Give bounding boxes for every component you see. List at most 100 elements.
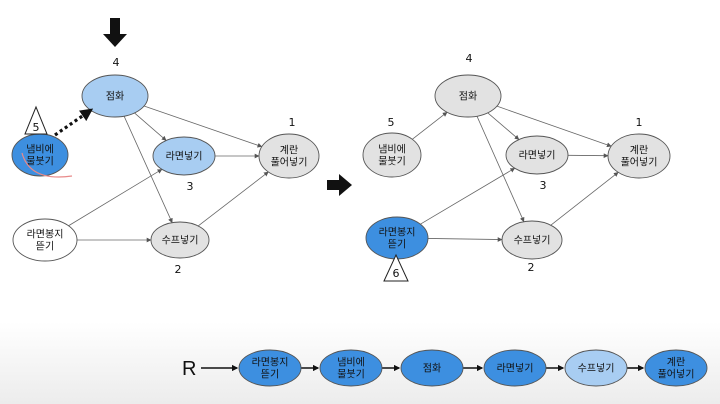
left-node-jeomhwa-label: 점화 — [106, 91, 124, 103]
left-node-sup_neotgi-shape — [150, 221, 210, 259]
left-node-ramyeon_neotgi-shape — [152, 136, 216, 176]
sequence-node-4: 라면넣기 — [483, 349, 547, 387]
right-edge-ramyeon_bongji-to-ramyeon_neotgi — [420, 167, 516, 225]
right-edge-jeomhwa-to-gyeran — [496, 105, 612, 148]
right-triangle-badge: 6 — [383, 253, 409, 282]
right-node-gyeran-label: 계란 — [630, 145, 648, 157]
right-edge-naembi-to-jeomhwa — [412, 111, 448, 140]
left-edge-jeomhwa-to-ramyeon_neotgi — [134, 112, 167, 141]
right-triangle-number: 6 — [393, 267, 400, 280]
right-edge-sup_neotgi-to-gyeran — [550, 172, 619, 226]
sequence-node-3: 점화 — [400, 349, 464, 387]
left-node-ramyeon_bongji-shape — [12, 218, 78, 262]
sequence-node-3-shape — [400, 349, 464, 387]
transition-arrow-icon — [327, 174, 352, 196]
right-node-ramyeon_neotgi-number: 3 — [540, 179, 547, 192]
right-node-gyeran-shape — [607, 133, 671, 179]
left-triangle-number: 5 — [33, 121, 40, 134]
left-node-jeomhwa-shape — [81, 74, 149, 118]
sequence-node-5: 수프넣기 — [564, 349, 628, 387]
right-node-sup_neotgi: 수프넣기 — [501, 220, 563, 260]
right-node-gyeran-number: 1 — [636, 116, 643, 129]
right-node-jeomhwa-label: 점화 — [459, 91, 477, 103]
left-node-gyeran-label: 풀어넣기 — [271, 157, 308, 169]
left-triangle-badge: 5 — [24, 105, 48, 135]
left-edge-jeomhwa-to-sup_neotgi — [123, 116, 173, 224]
right-edge-jeomhwa-to-sup_neotgi — [476, 116, 525, 223]
left-node-gyeran-shape — [258, 133, 320, 179]
sequence-node-6-shape — [644, 349, 708, 387]
right-edge-jeomhwa-to-ramyeon_neotgi — [487, 112, 520, 140]
sequence-node-5-shape — [564, 349, 628, 387]
right-node-naembi-label: 냄비에 — [378, 144, 406, 156]
right-graph-edges — [412, 105, 619, 242]
sequence-node-4-label: 라면넣기 — [497, 363, 534, 375]
left-edge-jeomhwa-to-gyeran — [143, 105, 263, 148]
left-graph-numbers: 4 3 1 2 — [113, 56, 296, 276]
sequence-node-1-shape — [238, 349, 302, 387]
right-node-ramyeon_neotgi-label: 라면넣기 — [519, 150, 556, 162]
sequence-node-4-shape — [483, 349, 547, 387]
left-node-naembi-label: 물붓기 — [26, 156, 54, 168]
sequence-node-6-label: 풀어넣기 — [658, 369, 695, 381]
sequence-start-label: R — [182, 358, 196, 380]
left-node-naembi-label: 냄비에 — [26, 144, 54, 156]
right-node-jeomhwa-number: 4 — [466, 52, 473, 65]
right-node-naembi-label: 물붓기 — [378, 156, 406, 168]
left-graph-edges — [68, 105, 269, 243]
left-node-jeomhwa-number: 4 — [113, 56, 120, 69]
left-edge-ramyeon_bongji-to-ramyeon_neotgi — [68, 168, 163, 227]
left-node-ramyeon_bongji-label: 라면봉지 — [27, 229, 64, 241]
dotted-arrow-icon — [54, 108, 94, 137]
sequence-node-2-label: 물붓기 — [337, 369, 365, 381]
right-node-jeomhwa: 점화 — [434, 74, 502, 118]
left-node-jeomhwa: 점화 — [81, 74, 149, 118]
right-node-sup_neotgi-label: 수프넣기 — [514, 235, 551, 247]
right-node-jeomhwa-shape — [434, 74, 502, 118]
sequence-node-2-label: 냄비에 — [337, 357, 365, 369]
sequence-node-1-label: 뜯기 — [261, 369, 279, 381]
left-node-gyeran-label: 계란 — [280, 145, 298, 157]
sequence-node-6-label: 계란 — [667, 357, 685, 369]
sequence-node-1-label: 라면봉지 — [252, 357, 289, 369]
right-node-naembi-shape — [362, 132, 422, 178]
right-node-gyeran-label: 풀어넣기 — [621, 157, 658, 169]
sequence-node-5-label: 수프넣기 — [578, 363, 615, 375]
left-node-ramyeon_neotgi: 라면넣기 — [152, 136, 216, 176]
down-arrow-icon — [103, 18, 127, 47]
left-node-ramyeon_bongji-label: 뜯기 — [36, 241, 54, 253]
left-node-ramyeon_neotgi-number: 3 — [187, 180, 194, 193]
left-node-sup_neotgi-label: 수프넣기 — [162, 235, 199, 247]
right-node-ramyeon_bongji-label: 라면봉지 — [379, 227, 416, 239]
right-node-sup_neotgi-shape — [501, 220, 563, 260]
right-node-sup_neotgi-number: 2 — [528, 261, 535, 274]
right-edge-ramyeon_bongji-to-sup_neotgi — [427, 237, 503, 242]
left-node-sup_neotgi-number: 2 — [175, 263, 182, 276]
sequence-node-3-label: 점화 — [423, 363, 441, 375]
red-highlight-arc — [21, 152, 73, 178]
right-node-ramyeon_bongji-label: 뜯기 — [388, 239, 406, 251]
sequence-node-2-shape — [319, 349, 383, 387]
left-node-ramyeon_neotgi-label: 라면넣기 — [166, 151, 203, 163]
right-node-ramyeon_neotgi: 라면넣기 — [505, 135, 569, 175]
left-node-gyeran-number: 1 — [289, 116, 296, 129]
right-node-ramyeon_neotgi-shape — [505, 135, 569, 175]
